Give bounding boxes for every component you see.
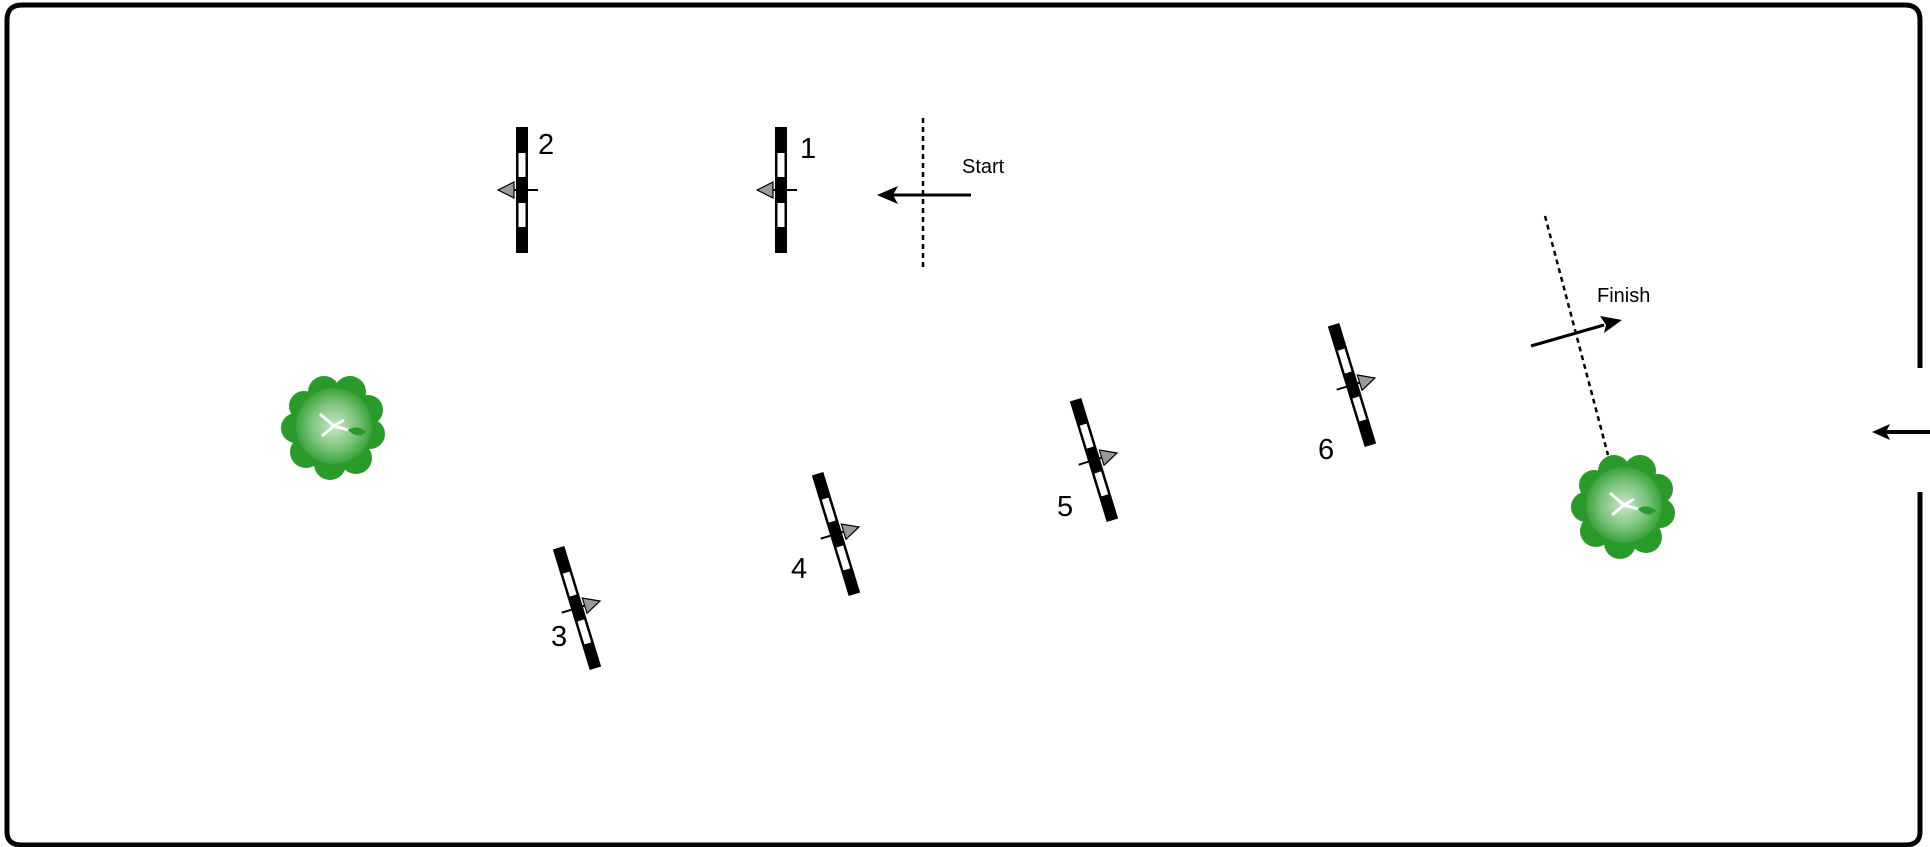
arrow-left-icon — [1872, 424, 1930, 440]
start-line — [877, 118, 971, 270]
obstacle-6 — [1318, 318, 1393, 450]
obstacle-2-number: 2 — [538, 129, 554, 161]
finish-line — [1531, 216, 1622, 455]
obstacle-1 — [757, 127, 797, 253]
obstacle-3 — [543, 541, 618, 673]
shrub-icon — [281, 376, 385, 480]
obstacle-4 — [802, 467, 877, 599]
shrub-icon — [1571, 455, 1675, 559]
obstacle-4-number: 4 — [791, 553, 807, 585]
start-label: Start — [962, 156, 1005, 178]
obstacle-1-number: 1 — [800, 133, 816, 165]
obstacle-2 — [498, 127, 538, 253]
obstacle-5-number: 5 — [1057, 491, 1073, 523]
finish-label: Finish — [1597, 285, 1650, 307]
obstacle-6-number: 6 — [1318, 434, 1334, 466]
obstacle-3-number: 3 — [551, 621, 567, 653]
